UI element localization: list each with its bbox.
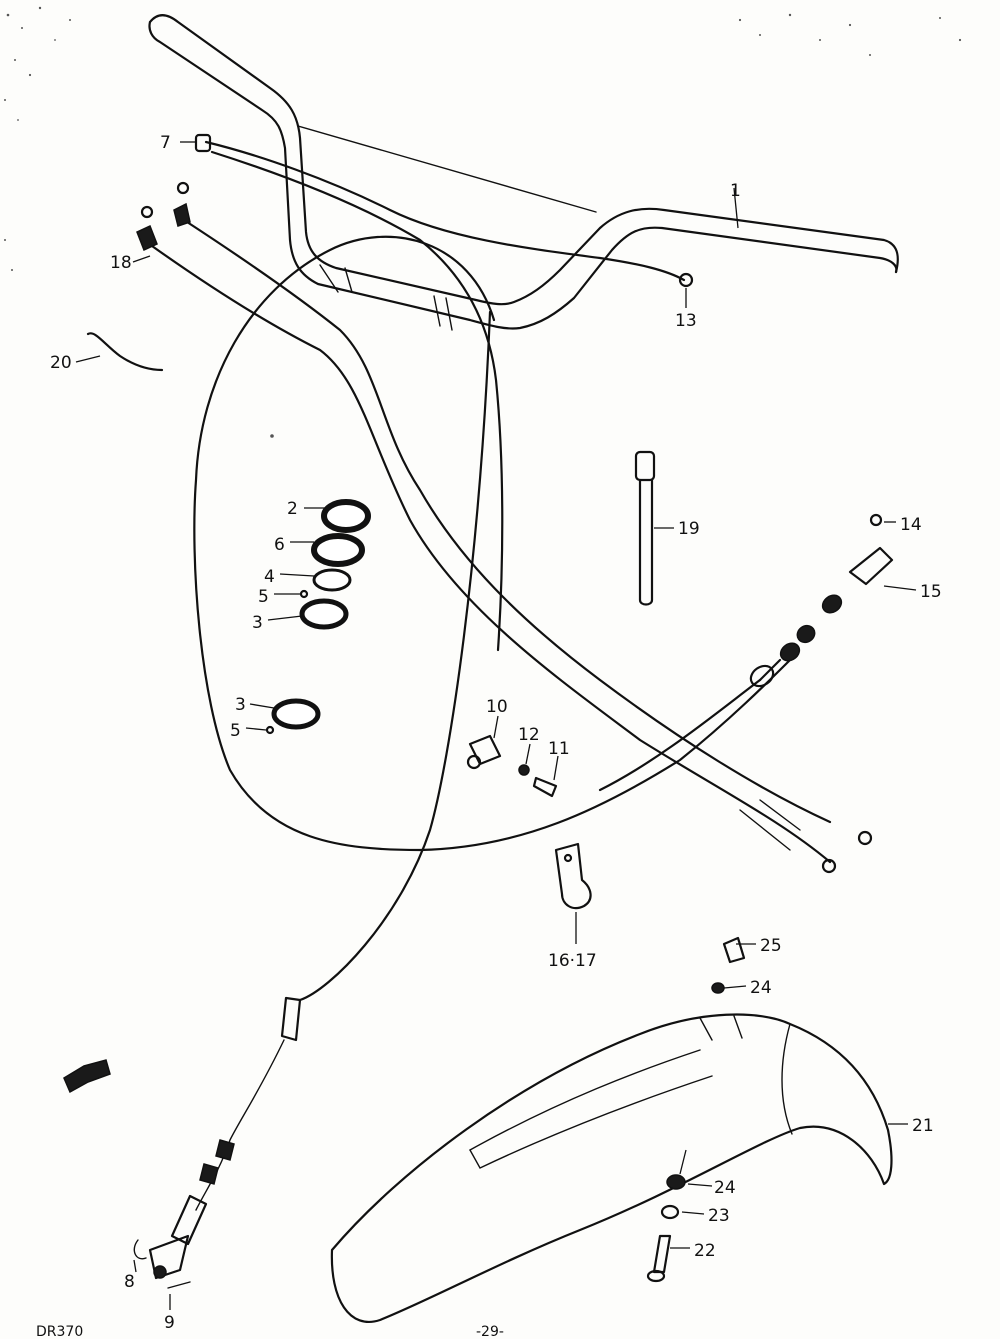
callout-6: 6	[274, 535, 285, 555]
page-number: -29-	[476, 1324, 504, 1339]
callout-21: 21	[912, 1116, 934, 1136]
clamp-assembly	[466, 734, 558, 798]
callout-18: 18	[110, 253, 132, 273]
callout-11: 11	[548, 739, 570, 759]
speedometer-cable	[133, 235, 792, 1289]
leader-lines	[75, 141, 917, 1310]
callout-15: 15	[920, 582, 942, 602]
handlebar	[148, 14, 899, 331]
front-direction-arrow-icon	[63, 1059, 111, 1094]
callout-23: 23	[708, 1206, 730, 1226]
callout-1: 1	[730, 181, 741, 201]
front-brake-cable	[136, 181, 873, 874]
callout-5a: 5	[258, 587, 269, 607]
cable-end-7	[194, 133, 212, 153]
callout-10: 10	[486, 697, 508, 717]
callout-5b: 5	[230, 721, 241, 741]
callout-12: 12	[518, 725, 540, 745]
callout-22: 22	[694, 1241, 716, 1261]
bearing-stack	[265, 499, 371, 735]
cable-end-13	[678, 272, 694, 288]
callout-4: 4	[264, 567, 275, 587]
callout-19: 19	[678, 519, 700, 539]
bracket-16-17	[554, 842, 592, 910]
callout-16-17: 16·17	[548, 951, 597, 971]
callout-3b: 3	[235, 695, 246, 715]
throttle-cable	[194, 133, 694, 652]
callout-3a: 3	[252, 613, 263, 633]
callout-24b: 24	[714, 1178, 736, 1198]
callout-24a: 24	[750, 978, 772, 998]
callout-14: 14	[900, 515, 922, 535]
callout-25: 25	[760, 936, 782, 956]
callouts: 1 2 3 3 4 5 5 6 7 8 9 10 11 12 13 14 15 …	[50, 133, 942, 1333]
strap-19	[634, 450, 656, 606]
clutch-cable	[598, 513, 894, 792]
callout-9: 9	[164, 1313, 175, 1333]
callout-20: 20	[50, 353, 72, 373]
callout-8: 8	[124, 1272, 135, 1292]
callout-7: 7	[160, 133, 171, 153]
front-fender	[330, 936, 893, 1323]
scan-noise	[4, 6, 962, 438]
model-code: DR370	[36, 1324, 83, 1339]
callout-13: 13	[675, 311, 697, 331]
cable-guide-20	[86, 332, 164, 372]
callout-2: 2	[287, 499, 298, 519]
